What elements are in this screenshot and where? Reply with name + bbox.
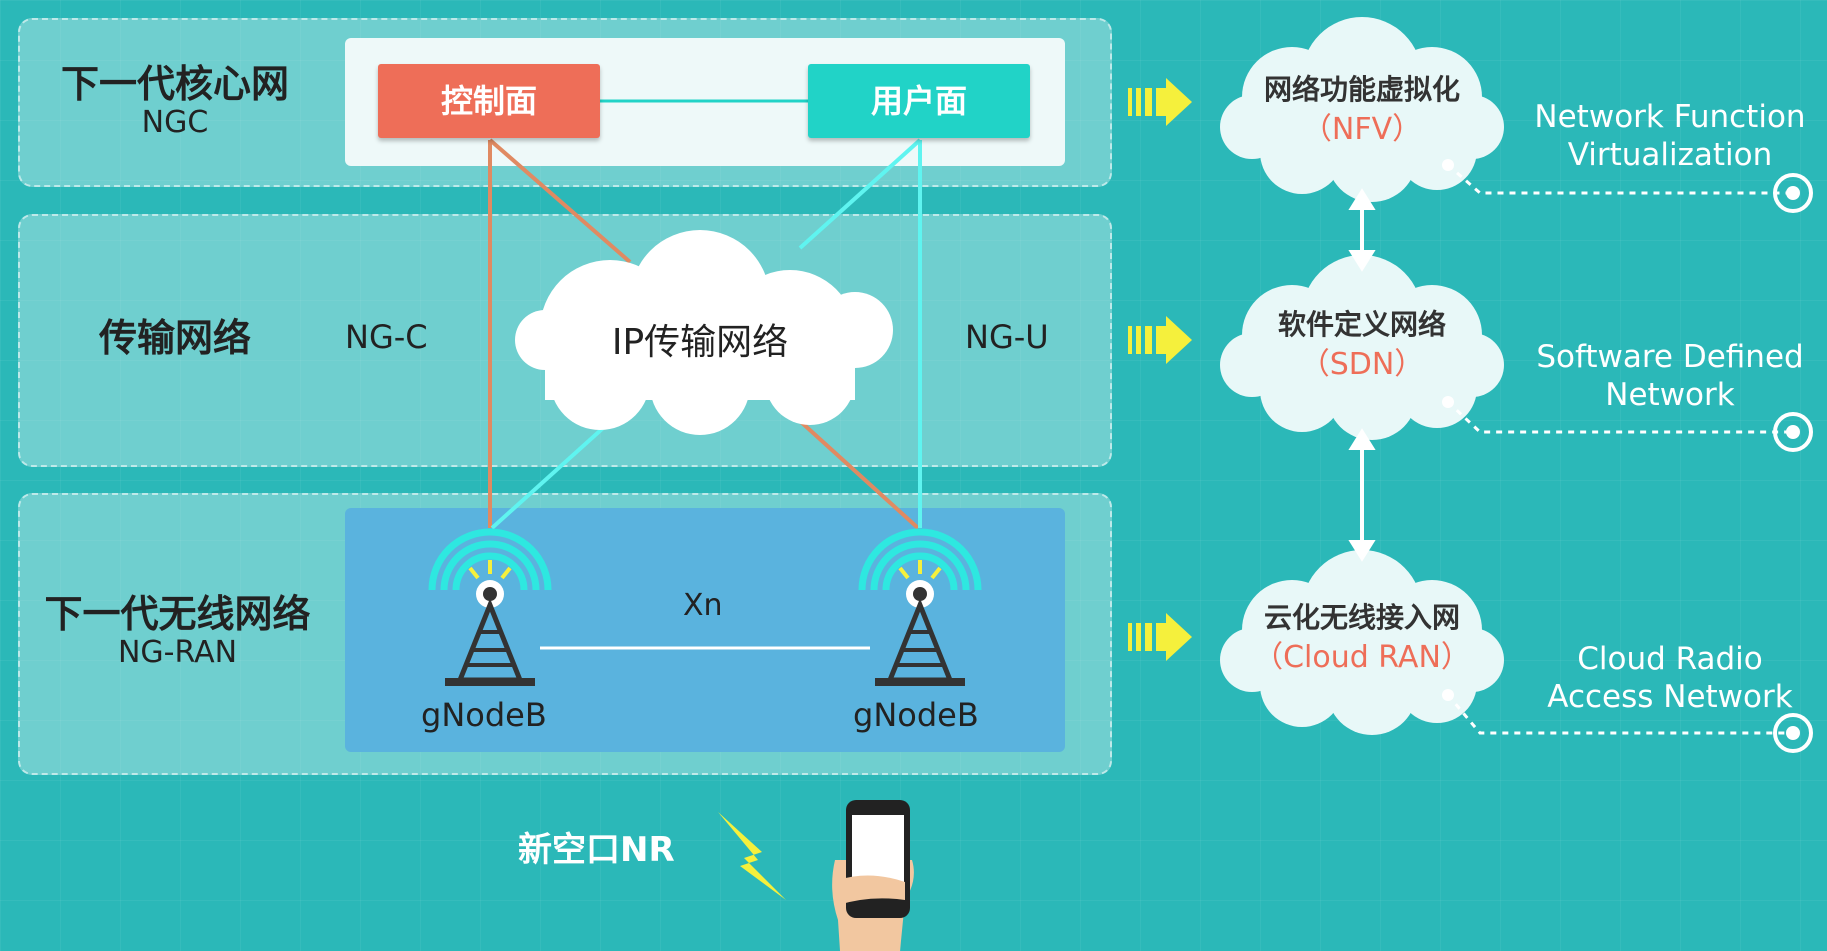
- cloud-ran-description: Cloud Radio Access Network: [1520, 640, 1820, 716]
- right-arrow-icon: [1128, 316, 1192, 364]
- transport-label-zh: 传输网络: [98, 316, 251, 360]
- ng-c-line-diag-bottom: [788, 410, 920, 530]
- leader-line: [1446, 163, 1790, 735]
- target-icon: [1773, 713, 1813, 753]
- sdn-desc-line1: Software Defined: [1536, 339, 1804, 375]
- double-arrow-icon: [1348, 188, 1376, 272]
- cloud-icon: [1220, 550, 1504, 735]
- gnodeb-label-right: gNodeB: [853, 696, 979, 734]
- ngc-label: 下一代核心网 NGC: [40, 62, 310, 140]
- control-plane-box: 控制面: [378, 64, 600, 138]
- ng-c-label: NG-C: [345, 318, 428, 356]
- nfv-desc-line2: Virtualization: [1567, 137, 1773, 173]
- ran-label-en: NG-RAN: [117, 635, 238, 670]
- sdn-zh: 软件定义网络: [1277, 308, 1446, 341]
- transport-label: 传输网络: [40, 316, 310, 360]
- ip-network-label: IP传输网络: [611, 322, 789, 363]
- ip-network-cloud-icon: [515, 230, 893, 435]
- cloud-icon: [1220, 17, 1504, 202]
- target-icon: [1773, 173, 1813, 213]
- smartphone-icon: [832, 800, 914, 951]
- right-arrow-icon: [1128, 78, 1192, 126]
- ng-c-line-diag-top: [488, 138, 632, 264]
- cloud-ran-cloud-text: 云化无线接入网 （Cloud RAN）: [1222, 598, 1502, 678]
- sdn-description: Software Defined Network: [1520, 338, 1820, 414]
- nfv-cloud-text: 网络功能虚拟化 （NFV）: [1232, 70, 1492, 150]
- user-plane-box: 用户面: [808, 64, 1030, 138]
- cloud-ran-desc-line2: Access Network: [1547, 679, 1793, 715]
- ng-u-label: NG-U: [965, 318, 1049, 356]
- lightning-icon: [718, 812, 786, 900]
- sdn-cloud-text: 软件定义网络 （SDN）: [1232, 305, 1492, 385]
- ngc-label-en: NGC: [141, 105, 209, 140]
- right-arrow-icon: [1128, 613, 1192, 661]
- cloud-icon: [1220, 255, 1504, 440]
- cloud-ran-abbr: （Cloud RAN）: [1253, 640, 1471, 675]
- air-interface-label: 新空口NR: [518, 830, 675, 870]
- antenna-tower-icon: [428, 528, 552, 686]
- sdn-desc-line2: Network: [1605, 377, 1735, 413]
- ran-label: 下一代无线网络 NG-RAN: [30, 592, 325, 670]
- nfv-zh: 网络功能虚拟化: [1263, 73, 1460, 106]
- ng-u-line-diag-bottom: [490, 418, 614, 530]
- target-icon: [1773, 412, 1813, 452]
- cloud-ran-desc-line1: Cloud Radio: [1577, 641, 1763, 677]
- sdn-abbr: （SDN）: [1299, 347, 1425, 382]
- nfv-abbr: （NFV）: [1301, 112, 1423, 147]
- ran-label-zh: 下一代无线网络: [44, 592, 311, 636]
- cloud-ran-zh: 云化无线接入网: [1263, 601, 1460, 634]
- nfv-desc-line1: Network Function: [1534, 99, 1806, 135]
- ng-u-line-diag-top: [798, 138, 922, 250]
- double-arrow-icon: [1348, 428, 1376, 562]
- gnodeb-label-left: gNodeB: [421, 696, 547, 734]
- xn-label: Xn: [683, 588, 723, 623]
- ngc-label-zh: 下一代核心网: [60, 62, 289, 106]
- antenna-tower-icon: [858, 528, 982, 686]
- nfv-description: Network Function Virtualization: [1520, 98, 1820, 174]
